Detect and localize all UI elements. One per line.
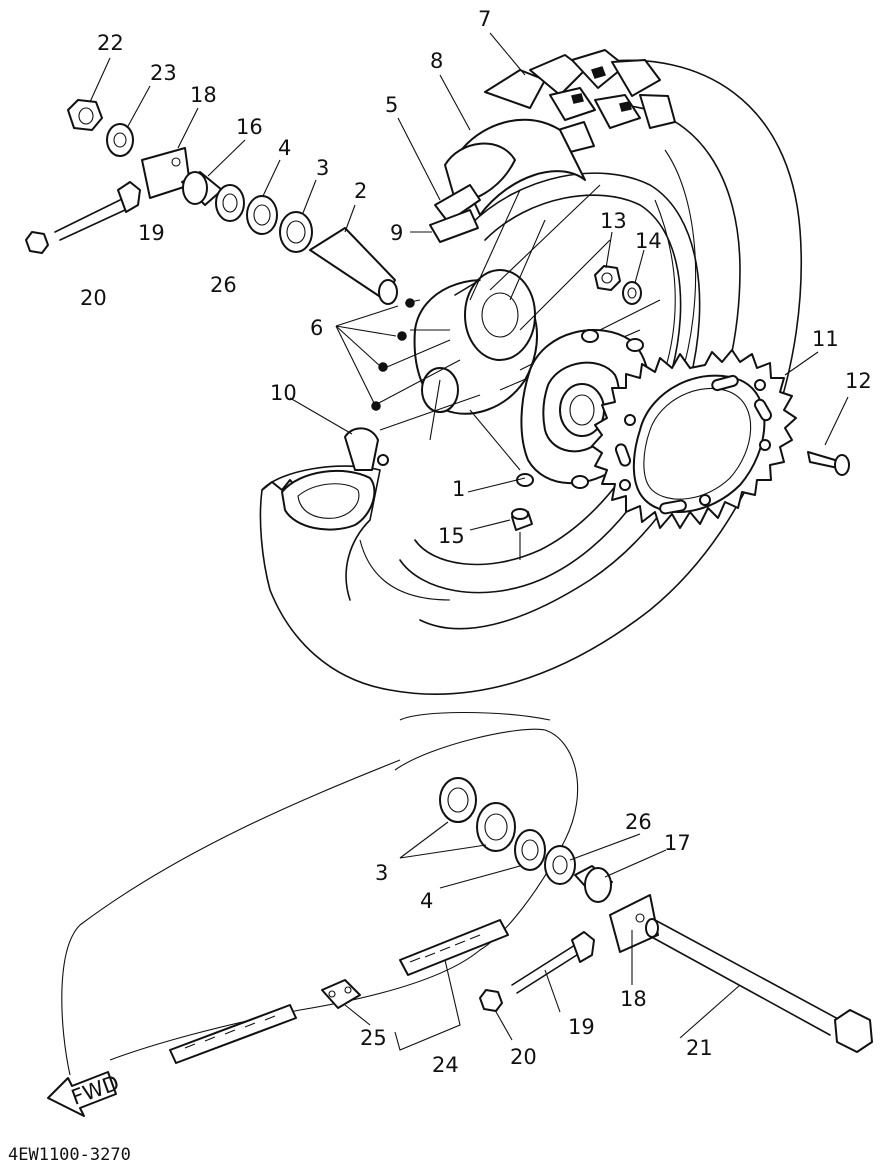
fwd-label: FWD [68, 1071, 122, 1110]
callout-17: 17 [664, 831, 691, 855]
adjust-nut-top [25, 231, 49, 254]
callout-8: 8 [430, 49, 443, 73]
bearing-bottom-2 [476, 802, 516, 852]
leader-lines [89, 32, 849, 1051]
wheel-axle [645, 918, 873, 1053]
inner-tube [429, 118, 586, 243]
rim-band [344, 427, 389, 471]
hub-spacer [309, 227, 398, 305]
tire-tread [484, 49, 676, 153]
callout-18a: 18 [190, 83, 217, 107]
spacer-top [246, 195, 278, 235]
callout-22: 22 [97, 31, 124, 55]
valve-cap [511, 508, 533, 560]
callout-16: 16 [236, 115, 263, 139]
oil-seal-left [215, 184, 245, 222]
adjust-bolt-bottom [511, 931, 595, 994]
callout-21: 21 [686, 1036, 713, 1060]
spoke-nipples [371, 298, 421, 411]
callout-3b: 3 [375, 861, 388, 885]
callout-11: 11 [812, 327, 839, 351]
callout-15: 15 [438, 524, 465, 548]
callout-3a: 3 [316, 156, 329, 180]
callout-18b: 18 [620, 987, 647, 1011]
callout-10: 10 [270, 381, 297, 405]
wheel-hub [413, 269, 538, 415]
collar-right [574, 865, 613, 903]
callout-2: 2 [354, 179, 367, 203]
bearing-top [279, 211, 313, 253]
callout-14: 14 [635, 229, 662, 253]
callout-12: 12 [845, 369, 872, 393]
rim-lock [434, 184, 481, 223]
callout-23: 23 [150, 61, 177, 85]
collar-left [181, 171, 223, 206]
chain-joint [321, 979, 361, 1009]
forward-arrow-icon: FWD [47, 1071, 122, 1117]
callout-labels: 22 23 18 16 4 3 2 7 8 5 9 19 20 26 6 10 … [80, 7, 872, 1077]
callout-6: 6 [310, 316, 323, 340]
callout-26a: 26 [210, 273, 237, 297]
spokes [374, 184, 661, 471]
sprocket-nut [594, 265, 621, 291]
callout-25: 25 [360, 1026, 387, 1050]
rear-sprocket [591, 349, 797, 529]
callout-9: 9 [390, 221, 403, 245]
sprocket-bolt [807, 451, 850, 476]
diagram-code: 4EW1100-3270 [8, 1145, 131, 1165]
callout-4b: 4 [420, 889, 433, 913]
washer-top [106, 123, 134, 157]
chain-path [61, 711, 579, 1076]
rim [281, 172, 701, 594]
oil-seal-bottom [544, 845, 576, 885]
callout-19b: 19 [568, 1015, 595, 1039]
sprocket-washer [622, 281, 642, 305]
callout-20b: 20 [510, 1045, 537, 1069]
callout-24: 24 [432, 1053, 459, 1077]
spacer-bottom [514, 829, 546, 871]
callout-19a: 19 [138, 221, 165, 245]
callout-20a: 20 [80, 286, 107, 310]
adjust-nut-bottom [479, 989, 503, 1012]
callout-13: 13 [600, 209, 627, 233]
bearing-bottom-1 [439, 777, 477, 823]
drive-chain [169, 919, 509, 1064]
callout-4a: 4 [278, 136, 291, 160]
chain-puller-right [609, 894, 659, 953]
callout-1: 1 [452, 477, 465, 501]
axle-nut-top [67, 99, 103, 131]
callout-5: 5 [385, 93, 398, 117]
adjust-bolt-top [54, 181, 141, 241]
callout-7: 7 [478, 7, 491, 31]
callout-26b: 26 [625, 810, 652, 834]
